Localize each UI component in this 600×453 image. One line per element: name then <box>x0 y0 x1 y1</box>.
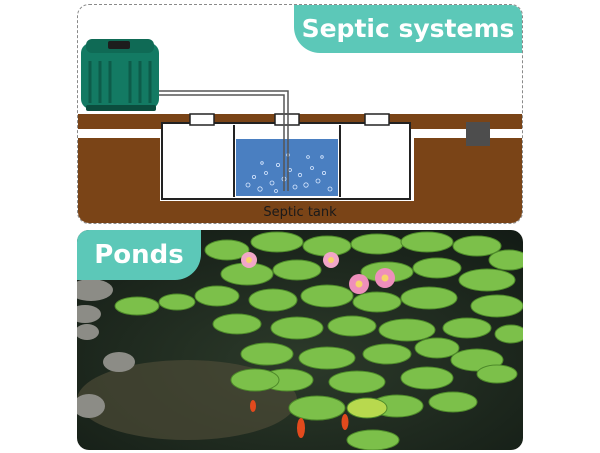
septic-diagram <box>78 39 522 223</box>
lily-pads <box>114 231 523 450</box>
tank-riser-middle <box>274 113 300 126</box>
tank-riser-right <box>364 113 390 126</box>
ponds-panel: Ponds <box>77 230 523 450</box>
tank-water <box>236 139 338 196</box>
pond-rocks <box>77 279 135 418</box>
septic-panel: Septic systems Septic tank <box>77 4 523 224</box>
air-hose-1 <box>158 94 285 191</box>
septic-tank-label: Septic tank <box>263 205 337 220</box>
air-hose-2 <box>158 90 289 191</box>
air-pump-icon <box>81 39 159 111</box>
air-bubbles <box>245 153 333 193</box>
water-lily-icon <box>241 252 395 294</box>
outlet-box <box>466 122 490 146</box>
pond-photo <box>77 230 523 450</box>
ponds-title: Ponds <box>77 230 201 280</box>
tank-riser-left <box>189 113 215 126</box>
septic-systems-title: Septic systems <box>294 5 522 53</box>
koi-fish <box>250 400 349 438</box>
